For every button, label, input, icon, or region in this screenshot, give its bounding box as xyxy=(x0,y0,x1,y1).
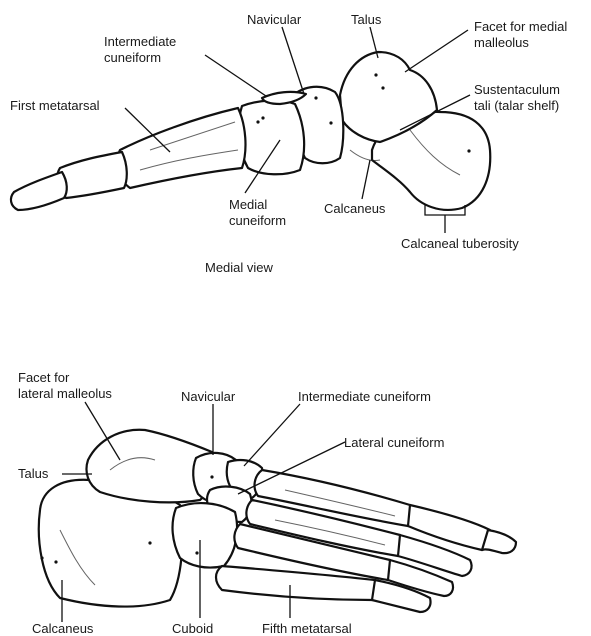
label-calcaneus-medial: Calcaneus xyxy=(324,201,385,216)
label-first-metatarsal: First metatarsal xyxy=(10,98,100,113)
label-cuboid: Cuboid xyxy=(172,621,213,636)
label-navicular-medial: Navicular xyxy=(247,12,301,27)
leader-calcaneus-medial xyxy=(362,160,370,199)
label-talus-medial: Talus xyxy=(351,12,381,27)
label-facet-lateral-line1: Facet for xyxy=(18,370,69,385)
lateral-distal-tip-bone xyxy=(482,530,516,553)
medial-cuneiform-bone xyxy=(239,100,305,174)
lateral-cuboid-bone xyxy=(173,503,238,568)
leader-facet-medial xyxy=(405,30,468,72)
label-sustentaculum-line1: Sustentaculum xyxy=(474,82,560,97)
caption-medial-view: Medial view xyxy=(205,260,273,275)
label-facet-medial-line2: malleolus xyxy=(474,35,529,50)
label-intermediate-cuneiform-line2: cuneiform xyxy=(104,50,161,65)
label-intermediate-cuneiform-lateral: Intermediate cuneiform xyxy=(298,389,431,404)
label-facet-lateral-line2: lateral malleolus xyxy=(18,386,112,401)
label-calcaneal-tuberosity: Calcaneal tuberosity xyxy=(401,236,519,251)
label-talus-lateral: Talus xyxy=(18,466,48,481)
label-medial-cuneiform-line2: cuneiform xyxy=(229,213,286,228)
label-intermediate-cuneiform-line1: Intermediate xyxy=(104,34,176,49)
label-calcaneus-lateral: Calcaneus xyxy=(32,621,93,636)
leader-intermediate-cuneiform xyxy=(205,55,266,96)
label-navicular-lateral: Navicular xyxy=(181,389,235,404)
leader-intermediate-cuneiform-lateral xyxy=(244,404,300,466)
label-medial-cuneiform-line1: Medial xyxy=(229,197,267,212)
label-fifth-metatarsal: Fifth metatarsal xyxy=(262,621,352,636)
medial-distal-phalanx-bone xyxy=(11,172,67,210)
label-lateral-cuneiform: Lateral cuneiform xyxy=(344,435,444,450)
label-sustentaculum-line2: tali (talar shelf) xyxy=(474,98,559,113)
leader-navicular-medial xyxy=(282,27,304,94)
label-facet-medial-line1: Facet for medial xyxy=(474,19,567,34)
